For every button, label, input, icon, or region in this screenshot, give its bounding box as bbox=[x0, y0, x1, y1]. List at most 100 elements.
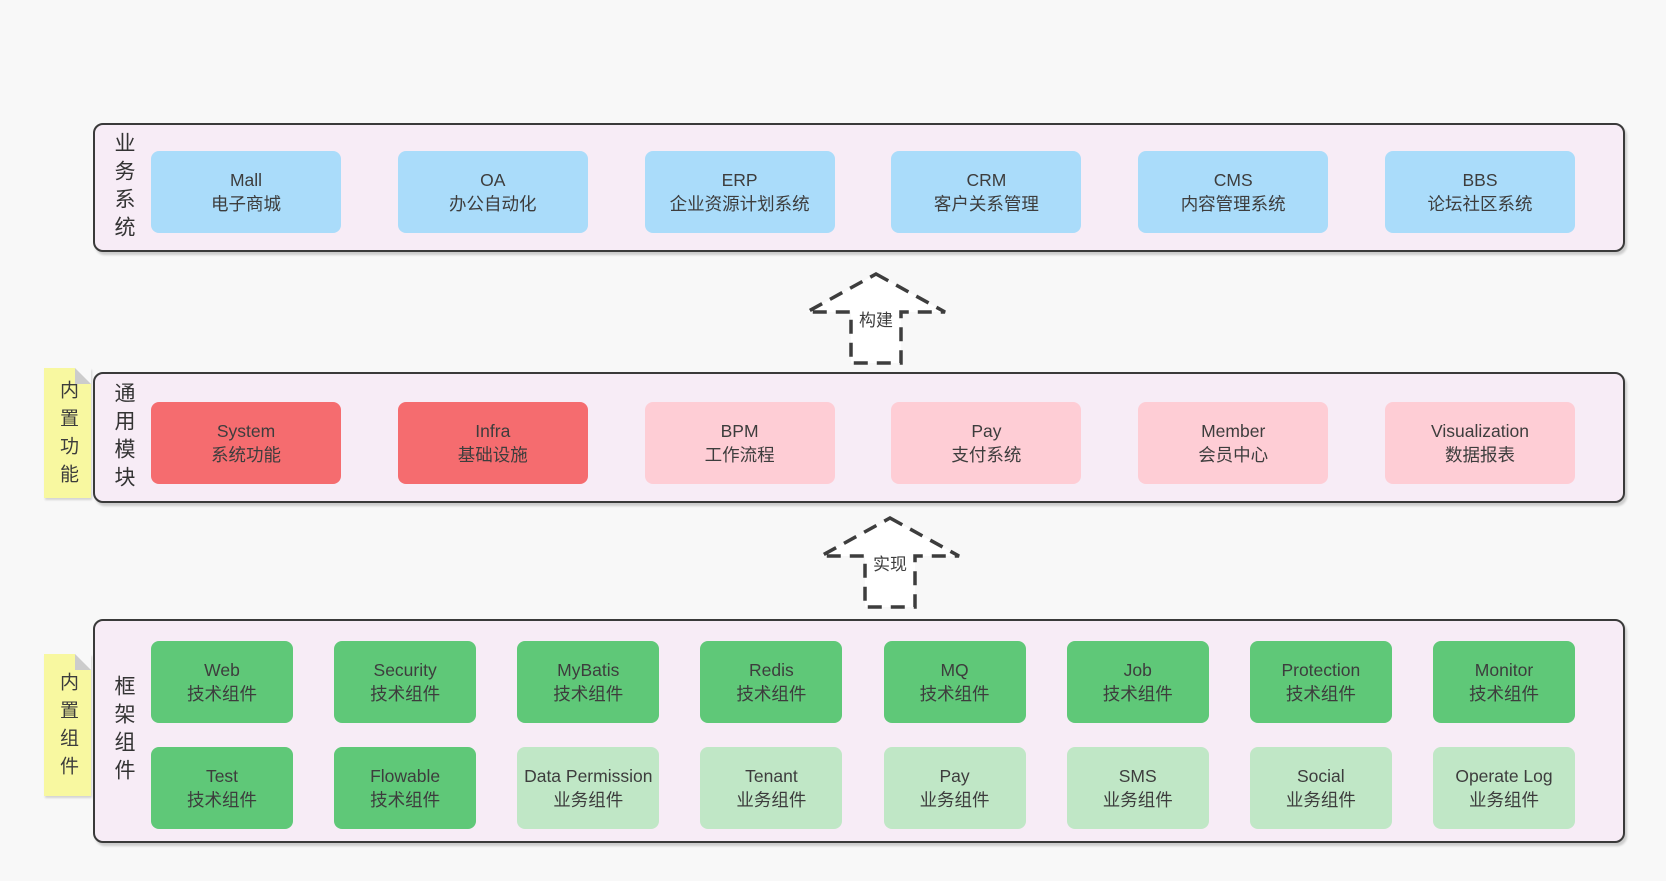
box-bbs: BBS 论坛社区系统 bbox=[1384, 151, 1575, 233]
box-label-en: Protection bbox=[1281, 659, 1361, 680]
box-label-zh: 客户关系管理 bbox=[933, 194, 1039, 214]
box-label-zh: 系统功能 bbox=[211, 445, 281, 465]
box-label-en: Security bbox=[373, 659, 437, 680]
box-label-zh: 技术组件 bbox=[736, 684, 807, 704]
box-infra: Infra 基础设施 bbox=[397, 402, 588, 484]
box-label-en: Social bbox=[1297, 765, 1345, 786]
band-title: 通用模块 bbox=[112, 381, 135, 494]
box-label-zh: 基础设施 bbox=[457, 445, 528, 465]
note-text: 内置组件 bbox=[57, 672, 78, 784]
box-sms: SMS 业务组件 bbox=[1066, 747, 1209, 829]
box-label-zh: 技术组件 bbox=[370, 790, 441, 810]
box-label-zh: 技术组件 bbox=[187, 684, 257, 704]
box-label-en: Pay bbox=[939, 765, 970, 786]
arrow-label: 构建 bbox=[854, 308, 898, 335]
band-title: 框架组件 bbox=[112, 675, 135, 787]
box-label-zh: 工作流程 bbox=[704, 445, 775, 465]
box-label-en: Web bbox=[204, 659, 240, 680]
box-bpm: BPM 工作流程 bbox=[644, 402, 835, 484]
box-label-zh: 业务组件 bbox=[1285, 790, 1356, 810]
box-cms: CMS 内容管理系统 bbox=[1138, 151, 1329, 233]
box-label-en: Member bbox=[1201, 420, 1266, 441]
box-label-zh: 技术组件 bbox=[370, 684, 441, 704]
box-label-zh: 数据报表 bbox=[1444, 445, 1515, 465]
box-label-en: Operate Log bbox=[1455, 765, 1553, 786]
note-text: 内置功能 bbox=[57, 380, 78, 492]
box-label-en: Monitor bbox=[1474, 659, 1534, 680]
box-label-en: SMS bbox=[1118, 765, 1157, 786]
box-label-en: Tenant bbox=[745, 765, 798, 786]
box-label-en: Visualization bbox=[1431, 420, 1529, 441]
arrow-build: 构建 bbox=[804, 270, 948, 366]
box-label-zh: 业务组件 bbox=[1468, 790, 1539, 810]
box-job: Job 技术组件 bbox=[1066, 641, 1209, 723]
box-label-en: CMS bbox=[1213, 169, 1253, 190]
box-label-en: Infra bbox=[475, 420, 511, 441]
band-title: 业务系统 bbox=[112, 131, 135, 244]
box-label-zh: 技术组件 bbox=[553, 684, 624, 704]
box-row: System 系统功能 Infra 基础设施 BPM 工作流程 Pay 支付系统 Member 会… bbox=[95, 402, 1623, 484]
box-label-zh: 业务组件 bbox=[553, 790, 624, 810]
box-member: Member 会员中心 bbox=[1138, 402, 1329, 484]
box-label-zh: 支付系统 bbox=[951, 445, 1022, 465]
arrow-label: 实现 bbox=[868, 552, 912, 579]
box-label-zh: 论坛社区系统 bbox=[1427, 194, 1533, 214]
box-label-en: OA bbox=[480, 169, 506, 190]
band-business-systems: 业务系统 Mall 电子商城 OA 办公自动化 ERP 企业资源计划系统 CRM 客户关系管理… bbox=[93, 123, 1625, 252]
box-oa: OA 办公自动化 bbox=[397, 151, 588, 233]
box-visualization: Visualization 数据报表 bbox=[1384, 402, 1575, 484]
box-label-zh: 技术组件 bbox=[1468, 684, 1539, 704]
box-label-zh: 内容管理系统 bbox=[1180, 194, 1286, 214]
box-system: System 系统功能 bbox=[151, 402, 341, 484]
box-operate-log: Operate Log 业务组件 bbox=[1432, 747, 1575, 829]
box-label-zh: 办公自动化 bbox=[449, 194, 537, 214]
box-erp: ERP 企业资源计划系统 bbox=[644, 151, 835, 233]
box-label-zh: 技术组件 bbox=[1102, 684, 1173, 704]
box-label-zh: 业务组件 bbox=[736, 790, 807, 810]
box-label-zh: 技术组件 bbox=[187, 790, 257, 810]
band-rows: Mall 电子商城 OA 办公自动化 ERP 企业资源计划系统 CRM 客户关系管理 CMS 内容… bbox=[95, 151, 1623, 233]
band-common-modules: 通用模块 System 系统功能 Infra 基础设施 BPM 工作流程 Pay 支付系统 Me… bbox=[93, 372, 1625, 503]
box-label-zh: 技术组件 bbox=[919, 684, 990, 704]
box-label-en: BPM bbox=[720, 420, 759, 441]
box-label-en: Pay bbox=[971, 420, 1002, 441]
box-label-en: MQ bbox=[940, 659, 969, 680]
box-label-en: Job bbox=[1123, 659, 1152, 680]
box-label-zh: 企业资源计划系统 bbox=[669, 194, 810, 214]
box-social: Social 业务组件 bbox=[1249, 747, 1392, 829]
box-pay: Pay 业务组件 bbox=[883, 747, 1026, 829]
box-label-en: CRM bbox=[966, 169, 1007, 190]
arrow-implement: 实现 bbox=[818, 512, 962, 612]
box-tenant: Tenant 业务组件 bbox=[700, 747, 843, 829]
box-label-zh: 会员中心 bbox=[1198, 445, 1269, 465]
box-label-zh: 技术组件 bbox=[1285, 684, 1356, 704]
box-label-en: BBS bbox=[1462, 169, 1498, 190]
box-pay: Pay 支付系统 bbox=[891, 402, 1082, 484]
box-label-zh: 业务组件 bbox=[1102, 790, 1173, 810]
sticky-note-builtin-components: 内置组件 bbox=[44, 654, 91, 796]
box-label-en: System bbox=[216, 420, 276, 441]
box-label-en: ERP bbox=[721, 169, 758, 190]
box-security: Security 技术组件 bbox=[334, 641, 477, 723]
box-label-zh: 业务组件 bbox=[919, 790, 990, 810]
box-monitor: Monitor 技术组件 bbox=[1432, 641, 1575, 723]
box-row: Mall 电子商城 OA 办公自动化 ERP 企业资源计划系统 CRM 客户关系管理 CMS 内容… bbox=[95, 151, 1623, 233]
sticky-note-builtin-features: 内置功能 bbox=[44, 368, 91, 498]
box-mq: MQ 技术组件 bbox=[883, 641, 1026, 723]
box-mall: Mall 电子商城 bbox=[151, 151, 341, 233]
box-crm: CRM 客户关系管理 bbox=[891, 151, 1082, 233]
box-label-en: MyBatis bbox=[557, 659, 620, 680]
band-rows: System 系统功能 Infra 基础设施 BPM 工作流程 Pay 支付系统 Member 会… bbox=[95, 402, 1623, 484]
box-label-zh: 电子商城 bbox=[211, 194, 281, 214]
box-protection: Protection 技术组件 bbox=[1249, 641, 1392, 723]
box-mybatis: MyBatis 技术组件 bbox=[517, 641, 660, 723]
box-label-en: Mall bbox=[229, 169, 263, 190]
